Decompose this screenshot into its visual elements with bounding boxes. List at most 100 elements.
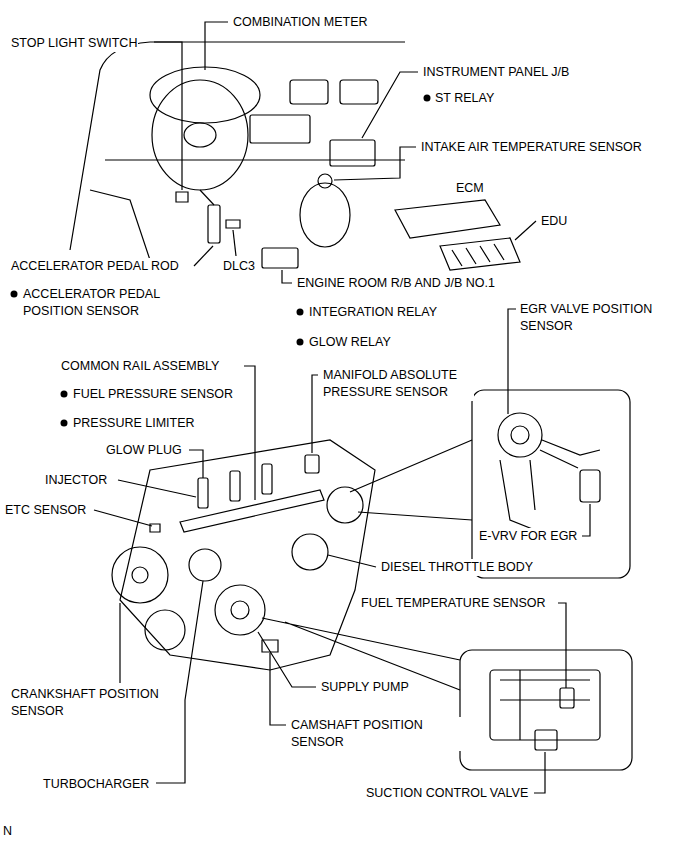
inset-illustration [498, 413, 542, 457]
part-label: FUEL TEMPERATURE SENSOR [360, 595, 547, 612]
part-label: GLOW RELAY [308, 334, 392, 351]
part-label: SUCTION CONTROL VALVE [365, 785, 529, 802]
leader-line [334, 147, 416, 180]
dashboard-illustration [105, 159, 405, 160]
inset-illustration [535, 730, 557, 750]
engine-illustration [198, 478, 208, 508]
dashboard-illustration [318, 174, 332, 188]
part-label: STOP LIGHT SWITCH [10, 35, 138, 52]
dashboard-illustration [226, 220, 240, 228]
dashboard-illustration [176, 192, 188, 202]
dashboard-illustration [70, 42, 405, 250]
part-label: ACCELERATOR PEDAL POSITION SENSOR [22, 286, 189, 320]
part-label: ETC SENSOR [4, 502, 87, 519]
part-label: TURBOCHARGER [42, 776, 150, 793]
leader-line [154, 42, 182, 190]
engine-illustration [230, 471, 240, 501]
part-label: MANIFOLD ABSOLUTE PRESSURE SENSOR [322, 367, 474, 401]
dashboard-illustration [300, 183, 350, 247]
engine-illustration [145, 610, 185, 650]
part-label: E-VRV FOR EGR [478, 528, 578, 545]
part-label: ENGINE ROOM R/B AND J/B NO.1 [296, 275, 496, 292]
bullet-dot [61, 420, 68, 427]
leader-line [194, 246, 213, 266]
part-label: CRANKSHAFT POSITION SENSOR [10, 686, 182, 720]
engine-illustration [292, 534, 328, 570]
part-label: GLOW PLUG [105, 442, 183, 459]
part-label: INTAKE AIR TEMPERATURE SENSOR [420, 139, 643, 156]
inset-illustration [580, 470, 600, 502]
leader-line [156, 581, 203, 783]
leader-line [270, 653, 286, 725]
dashboard-illustration [440, 238, 520, 270]
engine-illustration [262, 464, 272, 494]
engine-illustration [150, 524, 160, 532]
engine-illustration [215, 585, 265, 635]
leader-line [189, 450, 203, 478]
dashboard-illustration [330, 140, 375, 166]
part-label: ECM [455, 180, 485, 197]
bullet-dot [61, 391, 68, 398]
leader-line [328, 555, 376, 567]
leader-line [94, 22, 590, 793]
leader-line [118, 480, 196, 497]
engine-illustration [112, 440, 375, 670]
leader-line [244, 366, 255, 500]
dashboard-illustration [184, 123, 216, 147]
part-label: SUPPLY PUMP [320, 679, 410, 696]
bullet-dot [297, 339, 304, 346]
part-label: CAMSHAFT POSITION SENSOR [290, 717, 462, 751]
engine-illustration [112, 547, 168, 603]
part-label: INSTRUMENT PANEL J/B [422, 64, 570, 81]
leader-line [515, 221, 536, 240]
part-label: COMBINATION METER [232, 14, 369, 31]
leader-line [258, 632, 316, 687]
inset-illustration [511, 426, 529, 444]
inset-illustration [560, 688, 574, 708]
dashboard-illustration [250, 115, 310, 143]
inset-illustration [460, 650, 632, 770]
bullet-dot [297, 309, 304, 316]
leader-line [508, 309, 516, 414]
dashboard-illustration [452, 244, 504, 266]
inset-illustration [540, 440, 600, 468]
dashboard-illustration [395, 200, 500, 238]
dashboard-illustration [340, 80, 378, 104]
engine-illustration [305, 455, 319, 473]
leader-line [282, 270, 292, 283]
engine-illustration [120, 440, 375, 670]
leader-line [205, 22, 228, 70]
part-label: FUEL PRESSURE SENSOR [72, 386, 234, 403]
leader-line [94, 510, 152, 526]
bullet-dot [424, 95, 431, 102]
leader-line [558, 603, 566, 688]
engine-illustration [180, 490, 324, 532]
leader-line [362, 72, 418, 138]
dashboard-illustration [152, 80, 248, 190]
leader-line [119, 603, 120, 683]
inset-illustration [460, 390, 632, 770]
leader-line [312, 375, 318, 453]
part-label: DLC3 [222, 258, 256, 275]
leader-line [534, 752, 545, 793]
inset-illustration [472, 390, 630, 578]
dashboard-illustration [262, 248, 298, 268]
dashboard-illustration [208, 205, 220, 243]
bullet-dot [11, 291, 18, 298]
part-label: N [2, 823, 13, 840]
part-label: DIESEL THROTTLE BODY [380, 559, 534, 576]
dashboard-illustration [200, 190, 214, 205]
part-label: INTEGRATION RELAY [308, 304, 438, 321]
engine-illustration [231, 601, 249, 619]
engine-illustration [132, 567, 148, 583]
part-label: ST RELAY [434, 90, 495, 107]
engine-illustration [189, 549, 221, 581]
dashboard-illustration [90, 190, 150, 260]
dashboard-illustration [290, 80, 328, 104]
engine-illustration [327, 487, 363, 523]
part-label: COMMON RAIL ASSEMBLY [60, 358, 220, 375]
part-label: PRESSURE LIMITER [72, 415, 196, 432]
part-label: ACCELERATOR PEDAL ROD [10, 258, 180, 275]
leader-line [582, 504, 590, 536]
part-label: EGR VALVE POSITION SENSOR [519, 301, 681, 335]
